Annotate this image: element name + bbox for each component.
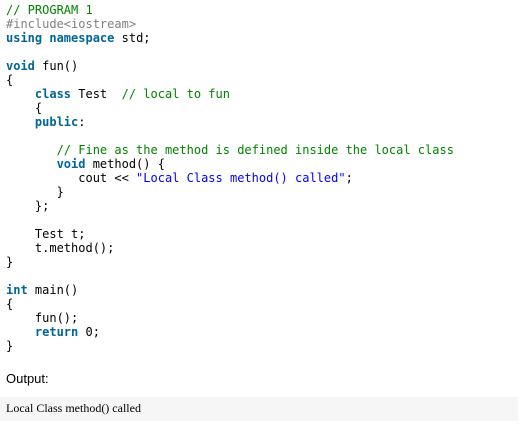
code-token-keyword: return bbox=[34, 325, 79, 339]
code-token-default bbox=[6, 115, 35, 129]
code-line: Test t; bbox=[6, 227, 454, 241]
code-token-default bbox=[6, 325, 35, 339]
code-line: return 0; bbox=[6, 325, 454, 339]
code-line bbox=[6, 129, 454, 143]
code-token-default bbox=[6, 87, 35, 101]
code-token-default: fun() bbox=[34, 59, 79, 73]
code-block: // PROGRAM 1#include<iostream>using name… bbox=[6, 3, 454, 353]
code-line: #include<iostream> bbox=[6, 17, 454, 31]
code-line: cout << "Local Class method() called"; bbox=[6, 171, 454, 185]
code-token-default: 0; bbox=[78, 325, 100, 339]
code-line: using namespace std; bbox=[6, 31, 454, 45]
output-text: Local Class method() called bbox=[6, 401, 141, 415]
code-token-default: main() bbox=[27, 283, 79, 297]
code-token-default: }; bbox=[6, 199, 50, 213]
code-token-default: fun(); bbox=[6, 311, 79, 325]
code-token-string: "Local Class method() called" bbox=[136, 171, 346, 185]
code-token-default: } bbox=[6, 255, 14, 269]
code-line: t.method(); bbox=[6, 241, 454, 255]
code-line bbox=[6, 213, 454, 227]
code-line: { bbox=[6, 73, 454, 87]
code-line: } bbox=[6, 185, 454, 199]
code-token-default: method() { bbox=[85, 157, 165, 171]
code-line: class Test // local to fun bbox=[6, 87, 454, 101]
code-token-default: Test t; bbox=[6, 227, 86, 241]
code-token-default: : bbox=[78, 115, 86, 129]
code-line: { bbox=[6, 297, 454, 311]
output-label: Output: bbox=[6, 371, 49, 386]
code-token-default: cout << bbox=[6, 171, 137, 185]
code-line: public: bbox=[6, 115, 454, 129]
code-token-default: { bbox=[6, 297, 14, 311]
code-token-keyword: using bbox=[6, 31, 43, 45]
output-box: Local Class method() called bbox=[0, 397, 518, 421]
code-line: int main() bbox=[6, 283, 454, 297]
code-token-keyword: class bbox=[34, 87, 72, 101]
code-token-keyword: int bbox=[6, 283, 28, 297]
code-token-comment: // local to fun bbox=[121, 87, 230, 101]
code-token-comment: // Fine as the method is defined inside … bbox=[56, 143, 454, 157]
code-line: // Fine as the method is defined inside … bbox=[6, 143, 454, 157]
code-token-default: t.method(); bbox=[6, 241, 115, 255]
code-line: // PROGRAM 1 bbox=[6, 3, 454, 17]
code-token-default: Test bbox=[71, 87, 122, 101]
code-line bbox=[6, 269, 454, 283]
code-token-default: std; bbox=[114, 31, 151, 45]
code-token-default: } bbox=[6, 339, 14, 353]
code-line: fun(); bbox=[6, 311, 454, 325]
code-token-comment: // PROGRAM 1 bbox=[6, 3, 93, 17]
code-token-keyword: public bbox=[34, 115, 79, 129]
code-line: } bbox=[6, 255, 454, 269]
code-token-default: } bbox=[6, 185, 64, 199]
code-line: { bbox=[6, 101, 454, 115]
code-token-default bbox=[6, 157, 57, 171]
code-token-keyword: namespace bbox=[49, 31, 115, 45]
code-line: } bbox=[6, 339, 454, 353]
code-token-keyword: void bbox=[6, 59, 35, 73]
code-token-keyword: void bbox=[56, 157, 86, 171]
code-token-default: { bbox=[6, 73, 14, 87]
code-token-default bbox=[6, 143, 57, 157]
code-token-default: ; bbox=[345, 171, 353, 185]
code-token-default: { bbox=[6, 101, 43, 115]
code-line: void fun() bbox=[6, 59, 454, 73]
code-line bbox=[6, 45, 454, 59]
code-line: }; bbox=[6, 199, 454, 213]
code-token-preprocessor: #include<iostream> bbox=[6, 17, 137, 31]
code-line: void method() { bbox=[6, 157, 454, 171]
